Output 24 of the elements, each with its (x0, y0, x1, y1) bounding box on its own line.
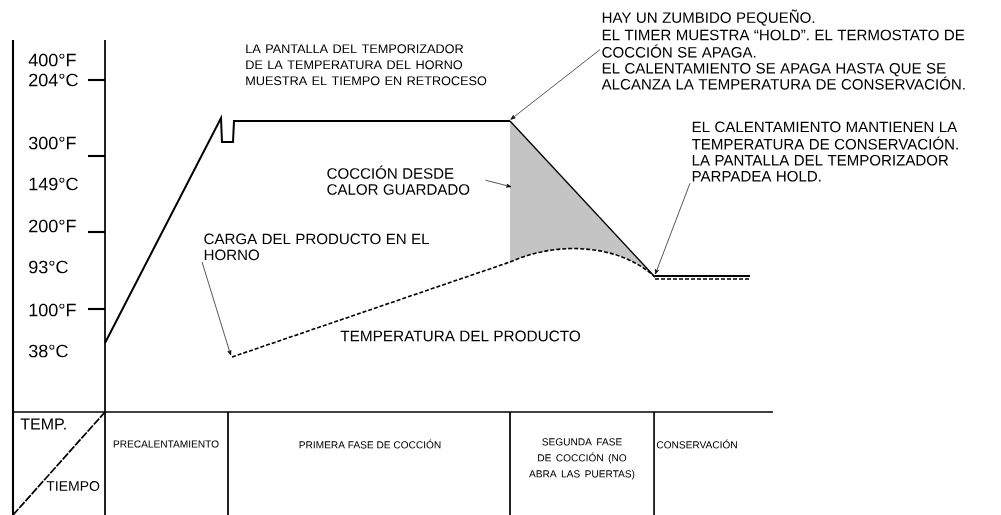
table-header-text: TIEMPO (46, 481, 100, 491)
table-header-text: CONSERVACIÓN (656, 439, 737, 449)
axis-label: 38°C (28, 344, 68, 358)
table-header-text: PRECALENTAMIENTO (113, 440, 219, 448)
table-header-text: TEMP. (20, 418, 66, 430)
holding-line (654, 275, 751, 280)
leader-line (655, 182, 691, 275)
curve-label: TEMPERATURA DEL PRODUCTO (340, 330, 581, 342)
leader-line (510, 49, 601, 120)
axis-label: 200°F (29, 219, 76, 233)
annotation-text: LA PANTALLA DEL TEMPORIZADOR DE LA TEMPERATURA DEL HORNO MUESTRA EL TIEMPO EN RETROCESO (246, 44, 487, 86)
axis-label: 400°F (28, 53, 76, 67)
leader-line (201, 261, 232, 356)
axis-label: 204°C (29, 73, 78, 87)
axis-label: 149°C (29, 177, 78, 191)
table-header-text: SEGUNDA FASE DE COCCIÓN (NO ABRA LAS PUERTAS) (529, 438, 635, 480)
callout-text: HAY UN ZUMBIDO PEQUEÑO. EL TIMER MUESTRA “HOLD”. EL TERMOSTATO DE COCCIÓN SE APAGA. EL CALENTAMIENTO SE APAGA HASTA QUE SE ALCANZA LA TEMPERATURA DE CONSERVACIÓN. (601, 9, 965, 90)
callout-text: EL CALENTAMIENTO MANTIENEN LA TEMPERATURA DE CONSERVACIÓN. LA PANTALLA DEL TEMPORIZADOR PARPADEA HOLD. (691, 121, 958, 182)
axis-label: 300°F (28, 136, 76, 150)
shaded-area (509, 120, 656, 278)
leader-line (485, 179, 512, 188)
axis-label: 93°C (29, 260, 68, 274)
table-header-text: PRIMERA FASE DE COCCIÓN (299, 439, 441, 449)
axis-label: 100°F (29, 303, 76, 317)
